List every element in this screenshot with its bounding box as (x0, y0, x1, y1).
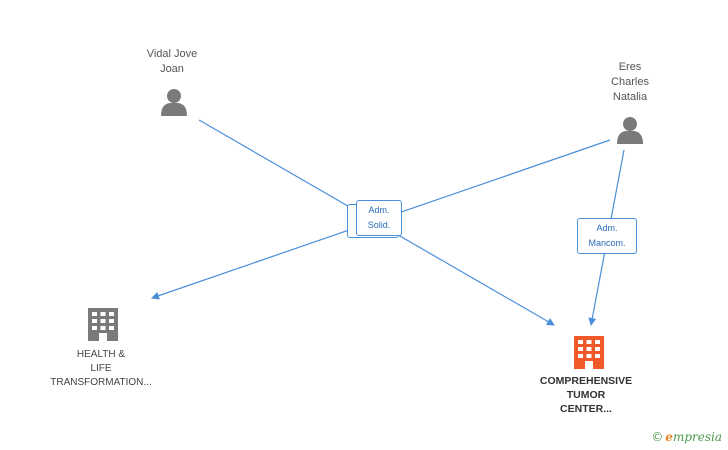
person-label-eres[interactable]: Eres Charles Natalia (578, 60, 682, 105)
label-line: COMPREHENSIVE (539, 375, 633, 387)
company-label-health[interactable]: HEALTH & LIFE TRANSFORMATION... (36, 348, 166, 390)
label-line: Adm. (368, 205, 390, 215)
label-line: Eres (618, 61, 642, 73)
copyright-symbol: © (651, 430, 664, 444)
label-line: Joan (160, 63, 184, 75)
building-icon[interactable] (88, 308, 118, 341)
label-line: Adm. (596, 223, 618, 233)
building-icon[interactable] (574, 336, 604, 369)
label-line: CENTER... (560, 403, 612, 415)
label-line: Natalia (612, 91, 648, 103)
person-icon[interactable] (161, 89, 187, 116)
label-line: TRANSFORMATION... (50, 377, 152, 388)
person-icon[interactable] (617, 117, 643, 144)
edge-label-adm-mancom[interactable]: Adm. Mancom. (577, 218, 637, 254)
label-line: Solid. (367, 220, 391, 230)
label-line: Mancom. (588, 238, 626, 248)
label-line: HEALTH & (76, 349, 126, 360)
brand-name: mpresia (672, 430, 722, 444)
label-line: TUMOR (566, 389, 606, 401)
label-line: LIFE (90, 363, 112, 374)
brand-watermark: ©empresia (651, 430, 722, 444)
company-label-ctc[interactable]: COMPREHENSIVE TUMOR CENTER... (520, 374, 652, 416)
label-line: Vidal Jove (146, 48, 198, 60)
person-label-vidal[interactable]: Vidal Jove Joan (120, 47, 224, 77)
label-line: Charles (611, 76, 649, 88)
edge-label-adm-solid[interactable]: Adm. Solid. (356, 200, 402, 236)
brand-initial: e (665, 430, 673, 444)
